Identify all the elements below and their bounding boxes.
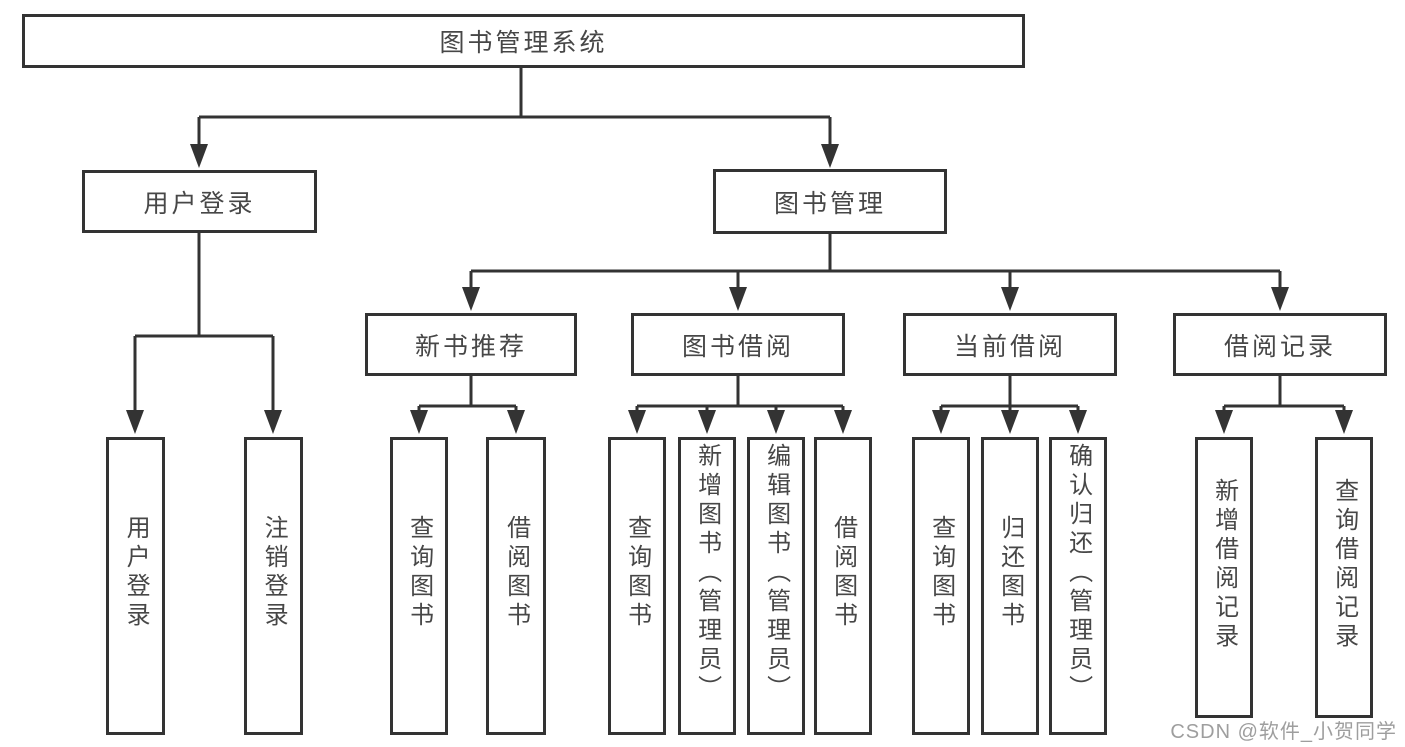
arrow-down-icon <box>932 410 950 434</box>
node-new-book-recommend-label: 新书推荐 <box>414 332 527 361</box>
node-current-borrowing: 当前借阅 <box>903 313 1117 376</box>
arrow-down-icon <box>190 144 208 168</box>
connector-new-book-recommend-children <box>410 376 525 434</box>
node-root: 图书管理系统 <box>22 14 1025 68</box>
leaf-logout: 注销登录 <box>244 437 303 735</box>
leaf-confirm-return-admin-label: 确认归还（管理员） <box>1064 442 1092 704</box>
arrow-down-icon <box>834 410 852 434</box>
connector-root-to-level2 <box>190 68 839 168</box>
arrow-down-icon <box>1215 410 1233 434</box>
node-root-label: 图书管理系统 <box>439 29 608 57</box>
leaf-borrow-books-borrowing-label: 借阅图书 <box>829 515 857 631</box>
leaf-borrow-books-borrowing: 借阅图书 <box>814 437 872 735</box>
leaf-query-books-current-label: 查询图书 <box>927 515 955 631</box>
arrow-down-icon <box>821 144 839 168</box>
leaf-user-login-label: 用户登录 <box>122 515 150 631</box>
connector-book-management-children <box>462 234 1289 311</box>
arrow-down-icon <box>1271 287 1289 311</box>
arrow-down-icon <box>264 410 282 434</box>
node-current-borrowing-label: 当前借阅 <box>953 332 1066 361</box>
arrow-down-icon <box>1069 410 1087 434</box>
leaf-query-books-recommend: 查询图书 <box>390 437 448 735</box>
leaf-add-borrow-record-label: 新增借阅记录 <box>1210 477 1238 652</box>
arrow-down-icon <box>1335 410 1353 434</box>
leaf-query-borrow-record-label: 查询借阅记录 <box>1330 477 1358 652</box>
leaf-query-books-borrowing: 查询图书 <box>608 437 666 735</box>
leaf-add-book-admin-label: 新增图书（管理员） <box>693 442 721 704</box>
arrow-down-icon <box>462 287 480 311</box>
node-book-management-label: 图书管理 <box>773 189 886 218</box>
arrow-down-icon <box>1001 287 1019 311</box>
node-borrowing-records: 借阅记录 <box>1173 313 1387 376</box>
arrow-down-icon <box>729 287 747 311</box>
arrow-down-icon <box>507 410 525 434</box>
leaf-borrow-books-recommend: 借阅图书 <box>486 437 546 735</box>
arrow-down-icon <box>628 410 646 434</box>
leaf-return-books: 归还图书 <box>981 437 1039 735</box>
leaf-query-books-borrowing-label: 查询图书 <box>623 515 651 631</box>
leaf-query-books-current: 查询图书 <box>912 437 970 735</box>
arrow-down-icon <box>126 410 144 434</box>
leaf-edit-book-admin-label: 编辑图书（管理员） <box>762 442 790 704</box>
node-new-book-recommend: 新书推荐 <box>365 313 577 376</box>
node-book-borrowing-label: 图书借阅 <box>681 332 794 361</box>
arrow-down-icon <box>698 410 716 434</box>
leaf-user-login: 用户登录 <box>106 437 165 735</box>
node-book-management: 图书管理 <box>713 169 947 234</box>
leaf-logout-label: 注销登录 <box>260 515 288 631</box>
leaf-query-borrow-record: 查询借阅记录 <box>1315 437 1373 718</box>
connector-book-borrowing-children <box>628 376 852 434</box>
leaf-add-book-admin: 新增图书（管理员） <box>678 437 736 735</box>
node-user-login-group-label: 用户登录 <box>143 189 256 218</box>
arrow-down-icon <box>1001 410 1019 434</box>
leaf-add-borrow-record: 新增借阅记录 <box>1195 437 1253 718</box>
arrow-down-icon <box>410 410 428 434</box>
connector-borrowing-records-children <box>1215 376 1353 434</box>
leaf-return-books-label: 归还图书 <box>996 515 1024 631</box>
leaf-borrow-books-recommend-label: 借阅图书 <box>502 515 530 631</box>
leaf-query-books-recommend-label: 查询图书 <box>405 515 433 631</box>
node-book-borrowing: 图书借阅 <box>631 313 845 376</box>
connector-current-borrowing-children <box>932 376 1087 434</box>
leaf-confirm-return-admin: 确认归还（管理员） <box>1049 437 1107 735</box>
leaf-edit-book-admin: 编辑图书（管理员） <box>747 437 805 735</box>
node-user-login-group: 用户登录 <box>82 170 317 233</box>
csdn-watermark: CSDN @软件_小贺同学 <box>1170 721 1397 743</box>
arrow-down-icon <box>767 410 785 434</box>
connector-user-login-children <box>126 233 282 434</box>
node-borrowing-records-label: 借阅记录 <box>1223 332 1336 361</box>
